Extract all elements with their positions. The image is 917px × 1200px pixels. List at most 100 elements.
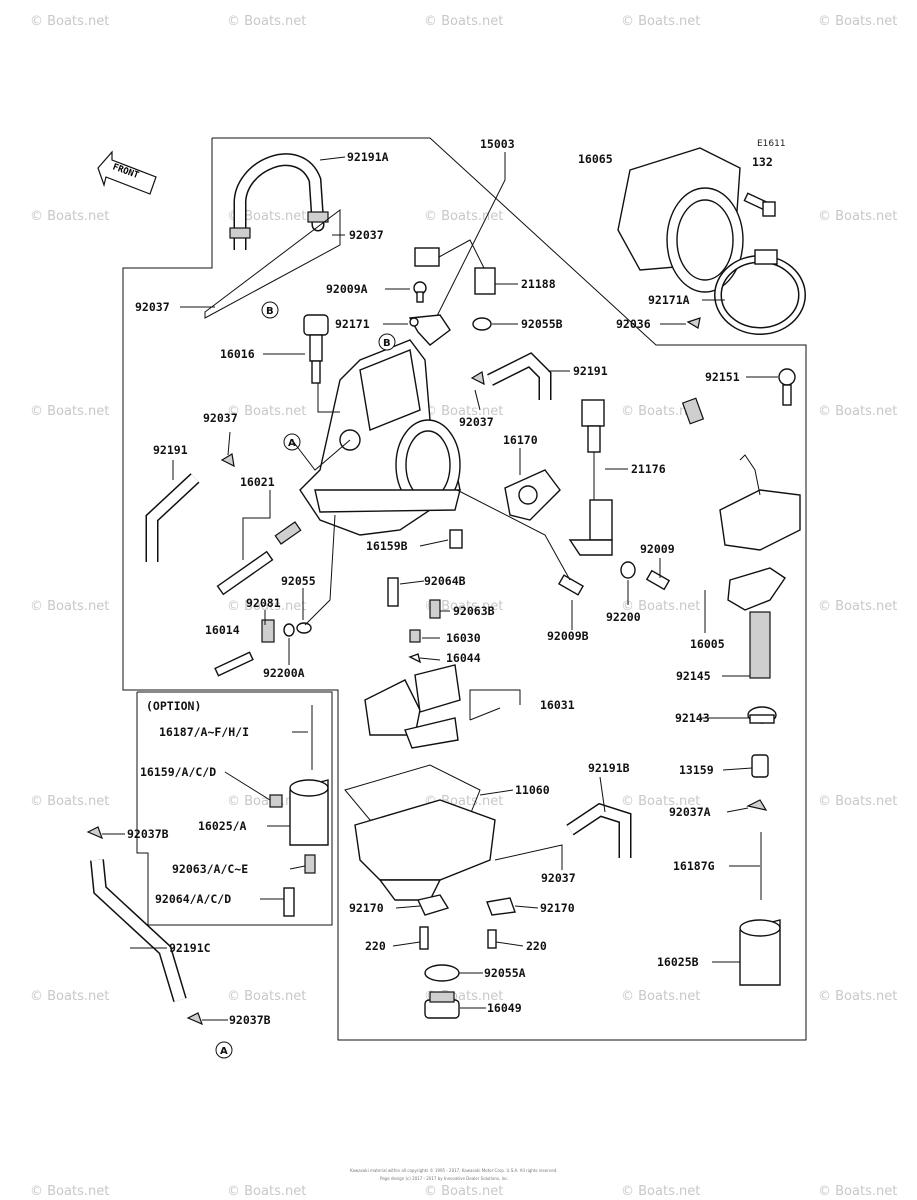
throttle-valve-16025b [739, 919, 781, 986]
ref-b-label: B [266, 306, 274, 317]
watermark: © Boats.net [621, 14, 700, 29]
label-92063b: 92063B [453, 604, 495, 618]
clip-92037b-top [86, 826, 104, 840]
clip-92037a [746, 799, 768, 811]
watermark: © Boats.net [818, 599, 897, 614]
main-assembly-frame [122, 137, 807, 1041]
clip-92037-left [220, 453, 235, 468]
ref-a-circle [215, 1041, 233, 1059]
clip-92037 [470, 371, 485, 386]
label-16025b: 16025B [657, 955, 699, 969]
label-16016: 16016 [220, 347, 255, 361]
screw-92009 [645, 569, 671, 591]
sensor-16170 [504, 469, 561, 521]
top-cap [719, 454, 801, 551]
label-16159: 16159/A/C/D [140, 765, 216, 779]
bracket-92170-right [486, 897, 516, 916]
watermark: © Boats.net [227, 989, 306, 1004]
watermark: © Boats.net [818, 1184, 897, 1199]
screw-16159b [449, 529, 463, 549]
tube-92191-left [145, 473, 200, 562]
label-92037: 92037 [203, 411, 238, 425]
label-92055b: 92055B [521, 317, 563, 331]
footer-copyright: Kawasaki material within all copyrights … [350, 1168, 558, 1173]
watermark: © Boats.net [30, 599, 109, 614]
watermark: © Boats.net [227, 599, 306, 614]
footer-design: Page design (c) 2017 - 2017 by Innovativ… [380, 1176, 509, 1181]
label-92081: 92081 [246, 596, 281, 610]
clip-16044 [408, 653, 422, 664]
adjuster-16016 [303, 314, 329, 384]
label-92170: 92170 [540, 901, 575, 915]
tube-92191c [90, 859, 187, 1003]
gasket-16005 [727, 567, 786, 611]
bolt-220-right [487, 929, 497, 949]
label-16030: 16030 [446, 631, 481, 645]
label-92037: 92037 [459, 415, 494, 429]
label-92145: 92145 [676, 669, 711, 683]
label-13159: 13159 [679, 763, 714, 777]
label-92151: 92151 [705, 370, 740, 384]
label-16014: 16014 [205, 623, 240, 637]
label-16187g: 16187G [673, 859, 715, 873]
label-92037: 92037 [349, 228, 384, 242]
jet-92064 [283, 887, 295, 917]
watermark: © Boats.net [424, 209, 503, 224]
label-92171: 92171 [335, 317, 370, 331]
label-92064: 92064/A/C/D [155, 892, 231, 906]
label-92171a: 92171A [648, 293, 690, 307]
label-16044: 16044 [446, 651, 481, 665]
label-15003: 15003 [480, 137, 515, 151]
watermark: © Boats.net [30, 1184, 109, 1199]
label-92037: 92037 [135, 300, 170, 314]
cap-92143 [747, 706, 777, 724]
ref-a-label: A [288, 438, 296, 449]
label-92037: 92037 [541, 871, 576, 885]
watermark: © Boats.net [818, 14, 897, 29]
label-92064b: 92064B [424, 574, 466, 588]
label-92037b: 92037B [229, 1013, 271, 1027]
label-16065: 16065 [578, 152, 613, 166]
label-92037b: 92037B [127, 827, 169, 841]
label-92191c: 92191C [169, 941, 211, 955]
label-92191: 92191 [573, 364, 608, 378]
watermark: © Boats.net [30, 14, 109, 29]
tube-92191-mid [487, 352, 552, 400]
spring-part [681, 397, 705, 425]
watermark: © Boats.net [621, 989, 700, 1004]
float-bowl [354, 799, 496, 901]
label-21176: 21176 [631, 462, 666, 476]
watermark: © Boats.net [227, 404, 306, 419]
label-16005: 16005 [690, 637, 725, 651]
label-92009a: 92009A [326, 282, 368, 296]
watermark: © Boats.net [818, 989, 897, 1004]
jet-92064b [387, 577, 399, 607]
label-92037a: 92037A [669, 805, 711, 819]
harness-21176 [568, 399, 613, 556]
label-92143: 92143 [675, 711, 710, 725]
watermark: © Boats.net [30, 209, 109, 224]
screw-16021 [216, 521, 302, 596]
label-16025: 16025/A [198, 819, 247, 833]
watermark: © Boats.net [227, 1184, 306, 1199]
oring-92055b [472, 317, 492, 331]
needle-jet-16030 [409, 629, 421, 643]
watermark: © Boats.net [621, 599, 700, 614]
label-16031: 16031 [540, 698, 575, 712]
option-label: (OPTION) [146, 699, 201, 713]
watermark: © Boats.net [818, 794, 897, 809]
label-92170: 92170 [349, 901, 384, 915]
tube-guide-plate [204, 208, 341, 319]
clamp-92171a [714, 249, 806, 335]
label-92200: 92200 [606, 610, 641, 624]
label-92200a: 92200A [263, 666, 305, 680]
oring-92055a [424, 964, 460, 982]
label-92191: 92191 [153, 443, 188, 457]
label-132: 132 [752, 155, 773, 169]
spring-92145 [749, 611, 771, 679]
watermark: © Boats.net [818, 209, 897, 224]
label-16049: 16049 [487, 1001, 522, 1015]
leader-15003 [429, 152, 506, 331]
screw-16159 [269, 794, 283, 808]
part-labels: 15003 16065 132 92191A 92037 92037 92009… [127, 137, 773, 1027]
